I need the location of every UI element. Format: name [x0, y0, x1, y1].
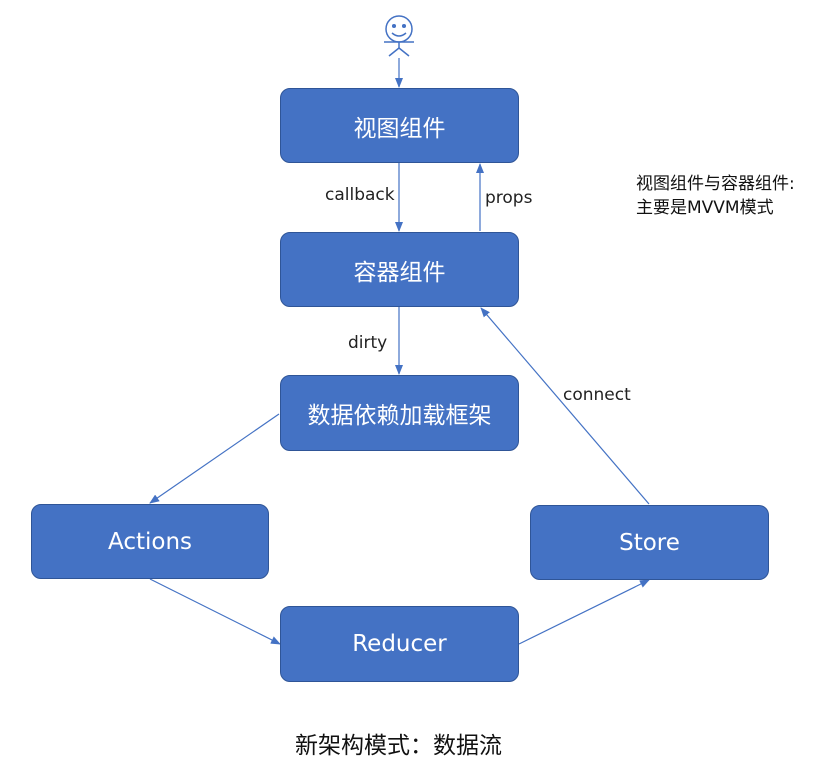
arrow-actions-to-reducer [149, 578, 281, 645]
arrow-reducer-to-store [518, 579, 650, 645]
actions-node: Actions [31, 504, 269, 579]
actions-label: Actions [107, 528, 192, 555]
user-icon [384, 15, 414, 57]
data-loader-label: 数据依赖加载框架 [307, 403, 492, 429]
view-component-node: 视图组件 [280, 88, 519, 163]
props-label: props [485, 188, 533, 208]
container-component-label: 容器组件 [353, 259, 446, 286]
arrow-connect [480, 307, 650, 505]
store-label: Store [619, 529, 680, 556]
store-node: Store [530, 505, 769, 580]
dirty-label: dirty [348, 333, 388, 353]
side-note-line2: 主要是MVVM模式 [636, 198, 774, 218]
view-component-label: 视图组件 [353, 115, 446, 142]
callback-label: callback [325, 185, 395, 205]
reducer-node: Reducer [280, 606, 519, 682]
side-note: 视图组件与容器组件: 主要是MVVM模式 [636, 172, 795, 220]
container-component-node: 容器组件 [280, 232, 519, 307]
reducer-label: Reducer [352, 631, 447, 657]
diagram-caption: 新架构模式：数据流 [295, 733, 502, 759]
arrow-loader-to-actions [149, 413, 280, 504]
data-loader-node: 数据依赖加载框架 [280, 375, 519, 451]
connect-label: connect [563, 385, 631, 405]
side-note-line1: 视图组件与容器组件: [636, 174, 795, 194]
